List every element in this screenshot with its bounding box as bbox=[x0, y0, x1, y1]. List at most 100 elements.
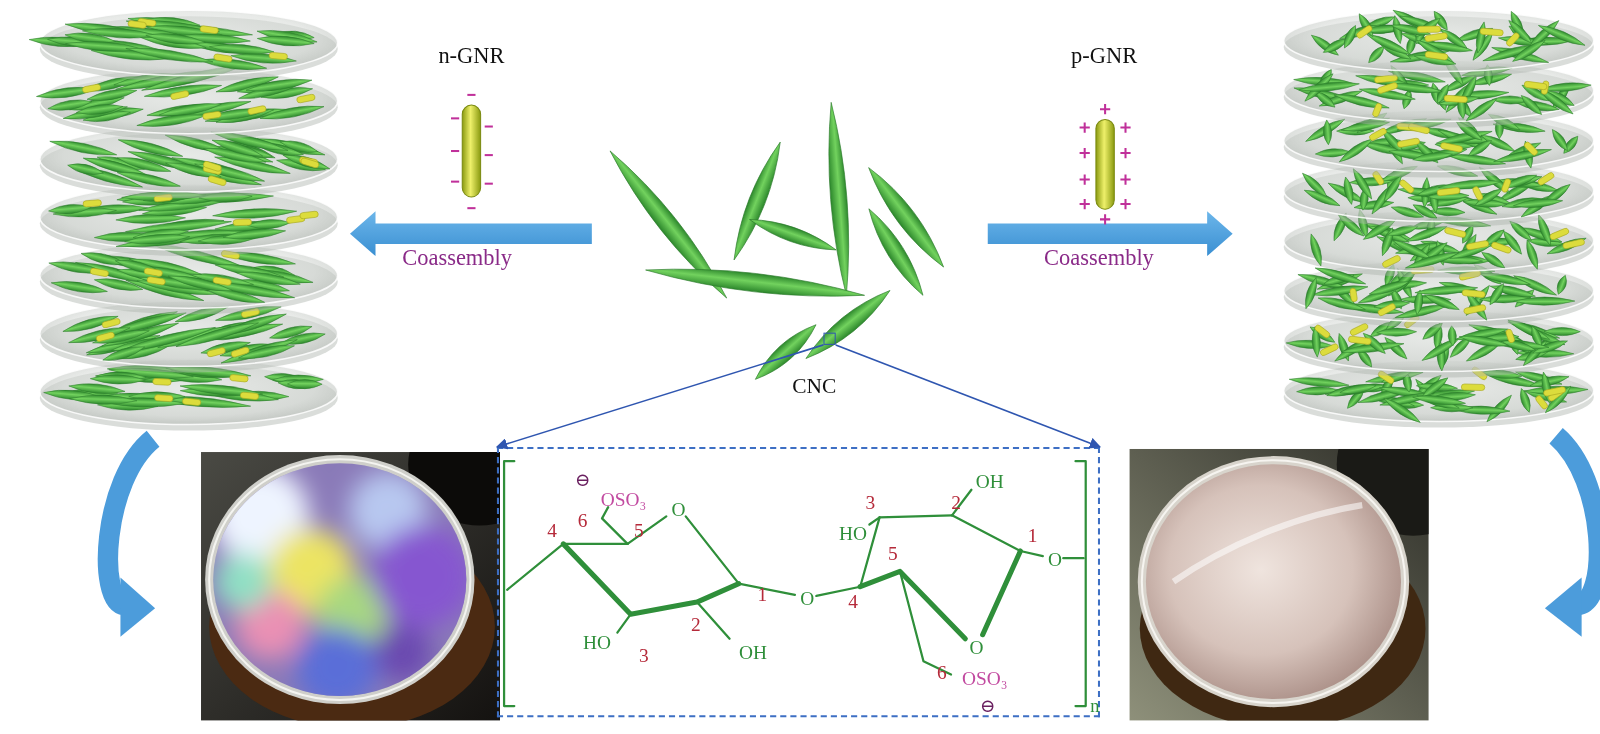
gold-nanorod bbox=[207, 347, 226, 358]
lamella-disc bbox=[1284, 10, 1594, 71]
gold-nanorod bbox=[1523, 141, 1538, 156]
atom-number: 4 bbox=[848, 591, 858, 610]
cellulose-nanocrystal bbox=[69, 394, 137, 405]
chemical-bond bbox=[952, 490, 971, 516]
chemical-bond bbox=[507, 544, 563, 590]
positive-charge bbox=[1080, 148, 1090, 158]
cellulose-nanocrystal bbox=[175, 318, 260, 351]
gold-nanorod bbox=[1319, 343, 1339, 357]
gold-nanorod bbox=[462, 105, 480, 197]
negative-charge bbox=[467, 207, 475, 209]
gold-nanorod bbox=[1368, 127, 1387, 141]
arrow-head bbox=[120, 578, 155, 637]
group-label: OSO₃ bbox=[601, 489, 647, 508]
gold-nanorod bbox=[1466, 240, 1489, 250]
gold-nanorod bbox=[1444, 227, 1466, 238]
cellulose-nanocrystal bbox=[747, 213, 838, 257]
cellulose-nanocrystal bbox=[1510, 37, 1547, 65]
cellulose-nanocrystal bbox=[223, 226, 286, 242]
cellulose-nanocrystal bbox=[212, 207, 297, 221]
gold-nanorod bbox=[83, 200, 102, 208]
chemical-bond bbox=[880, 515, 952, 517]
atom-label: O bbox=[672, 499, 686, 518]
positive-charge bbox=[1120, 122, 1130, 132]
cellulose-nanocrystal bbox=[1544, 327, 1580, 335]
cellulose-nanocrystal bbox=[257, 34, 315, 48]
cellulose-nanocrystal bbox=[1342, 176, 1356, 205]
gold-nanorod bbox=[1472, 186, 1484, 201]
negative-charge bbox=[485, 126, 493, 128]
positive-charge bbox=[1120, 174, 1130, 184]
curved-arrow bbox=[1556, 436, 1599, 605]
cellulose-nanocrystal bbox=[116, 168, 181, 191]
atom-number: 4 bbox=[547, 521, 557, 540]
atom-number: 3 bbox=[866, 492, 876, 511]
cellulose-nanocrystal bbox=[1368, 278, 1410, 298]
gold-nanorod bbox=[153, 378, 172, 385]
cellulose-nanocrystal bbox=[1554, 274, 1569, 296]
negative-charge bbox=[451, 117, 459, 119]
group-label: HO bbox=[839, 524, 867, 543]
cellulose-nanocrystal bbox=[145, 31, 206, 47]
cellulose-nanocrystal bbox=[1298, 80, 1359, 94]
cellulose-nanocrystal bbox=[1487, 281, 1507, 306]
atom-number: 2 bbox=[951, 492, 961, 511]
positive-charge bbox=[1100, 104, 1110, 114]
gold-nanorod bbox=[296, 94, 315, 104]
gold-nanorod bbox=[1505, 32, 1520, 48]
cellulose-nanocrystal bbox=[90, 374, 145, 385]
gold-nanorod bbox=[1535, 395, 1549, 411]
gold-nanorod bbox=[233, 219, 252, 226]
gold-nanorod bbox=[1425, 51, 1448, 60]
cellulose-nanocrystal bbox=[1390, 203, 1425, 220]
lamella-disc bbox=[40, 10, 338, 75]
cellulose-nanocrystal bbox=[1302, 276, 1320, 310]
cellulose-nanocrystal bbox=[198, 56, 267, 73]
cellulose-nanocrystal bbox=[1542, 383, 1573, 415]
cellulose-nanocrystal bbox=[49, 137, 118, 159]
gold-nanorod bbox=[170, 90, 189, 100]
gold-nanorod bbox=[1501, 178, 1512, 193]
gold-nanorod bbox=[1524, 81, 1547, 90]
cellulose-nanocrystal bbox=[862, 204, 930, 299]
gold-nanorod bbox=[1543, 386, 1566, 396]
cellulose-nanocrystal bbox=[1323, 120, 1333, 145]
cellulose-nanocrystal bbox=[287, 379, 322, 388]
positive-charge bbox=[1120, 148, 1130, 158]
cellulose-nanocrystal bbox=[247, 218, 290, 230]
cellulose-nanocrystal bbox=[800, 284, 895, 366]
chemical-bond bbox=[952, 515, 1020, 551]
iridescent-patch bbox=[372, 526, 474, 628]
cellulose-nanocrystal bbox=[101, 343, 146, 365]
cellulose-nanocrystal bbox=[1549, 127, 1571, 153]
gold-nanorod bbox=[1349, 288, 1357, 302]
cellulose-nanocrystal bbox=[1404, 249, 1459, 272]
rim-highlight bbox=[1142, 460, 1405, 703]
cellulose-nanocrystal bbox=[1518, 92, 1544, 117]
gold-nanorod bbox=[213, 54, 232, 63]
negative-charge bbox=[451, 181, 459, 183]
curved-arrow bbox=[108, 439, 153, 605]
zoom-connector bbox=[497, 345, 824, 447]
gold-nanorod bbox=[1462, 289, 1486, 297]
zoom-connector bbox=[836, 345, 1100, 447]
chemical-bond bbox=[697, 602, 730, 639]
rim-highlight bbox=[209, 459, 470, 700]
cellulose-nanocrystal bbox=[136, 111, 207, 130]
negative-charge bbox=[467, 94, 475, 96]
cellulose-nanocrystal bbox=[1317, 294, 1366, 314]
gold-nanorod bbox=[1562, 238, 1585, 249]
process-label: Coassembly bbox=[1044, 247, 1154, 269]
gold-nanorod bbox=[1440, 142, 1463, 152]
gold-nanorod bbox=[240, 392, 259, 400]
positive-charge bbox=[1100, 214, 1110, 224]
gold-nanorod bbox=[1377, 303, 1396, 317]
gold-nanorod bbox=[1537, 171, 1555, 186]
cellulose-nanocrystal bbox=[1339, 382, 1377, 397]
gold-nanorod bbox=[1480, 28, 1504, 36]
negative-charge bbox=[485, 154, 493, 156]
gold-nanorod bbox=[230, 374, 249, 382]
atom-number: 6 bbox=[937, 663, 947, 682]
zoom-region: CNC bbox=[823, 333, 835, 345]
